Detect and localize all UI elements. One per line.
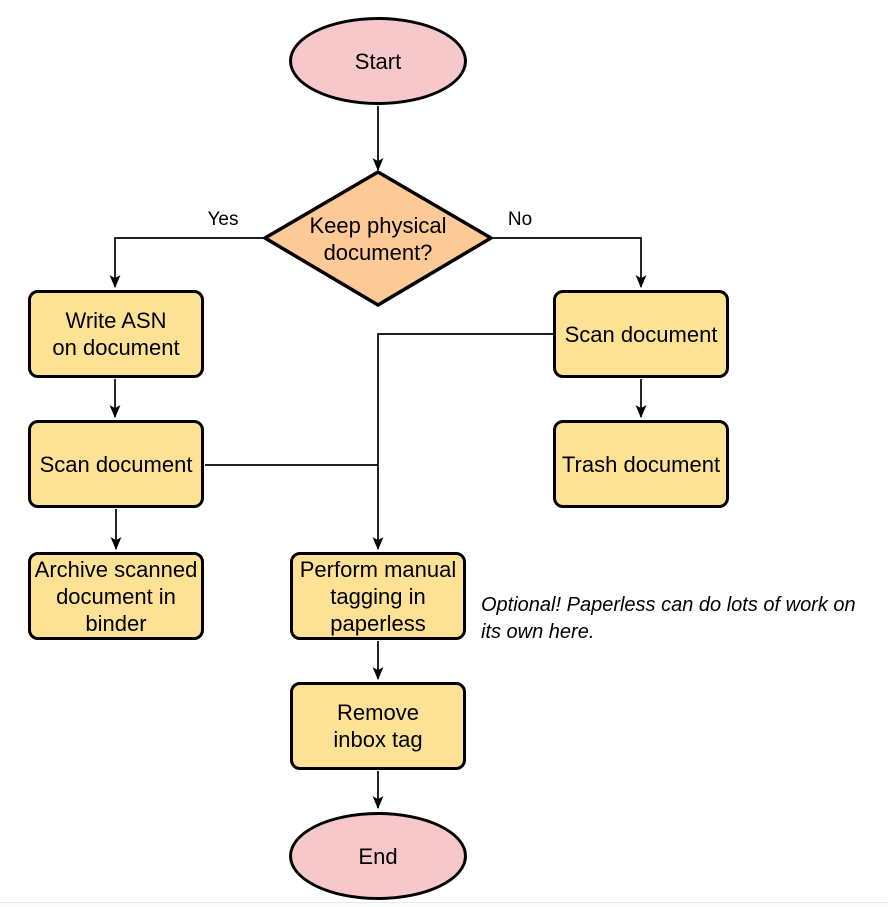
node-scan-document-right: Scan document (553, 290, 729, 378)
node-start: Start (289, 17, 467, 105)
annotation-optional-paperless: Optional! Paperless can do lots of work … (481, 594, 856, 643)
edge-decision-yes-to-write-asn (109, 237, 264, 289)
node-decision-keep-physical-document: Keep physical document? (309, 213, 447, 265)
node-write-asn-on-document: Write ASN on document (28, 290, 204, 378)
decision-diamond-shape (263, 170, 493, 307)
node-remove-inbox-tag: Remove inbox tag (290, 682, 466, 770)
node-trash-document: Trash document (553, 420, 729, 508)
edge-decision-no-to-scan-right (492, 237, 647, 289)
edge-label-no: No (507, 209, 533, 230)
node-end: End (289, 812, 467, 900)
node-perform-manual-tagging-in-paperless: Perform manual tagging in paperless (290, 552, 466, 640)
edge-scan-right-to-tagging (372, 333, 553, 551)
edge-label-yes: Yes (207, 209, 239, 230)
node-scan-document-left: Scan document (28, 420, 204, 508)
node-archive-scanned-document-in-binder: Archive scanned document in binder (28, 552, 204, 640)
page-bottom-edge (0, 902, 888, 907)
